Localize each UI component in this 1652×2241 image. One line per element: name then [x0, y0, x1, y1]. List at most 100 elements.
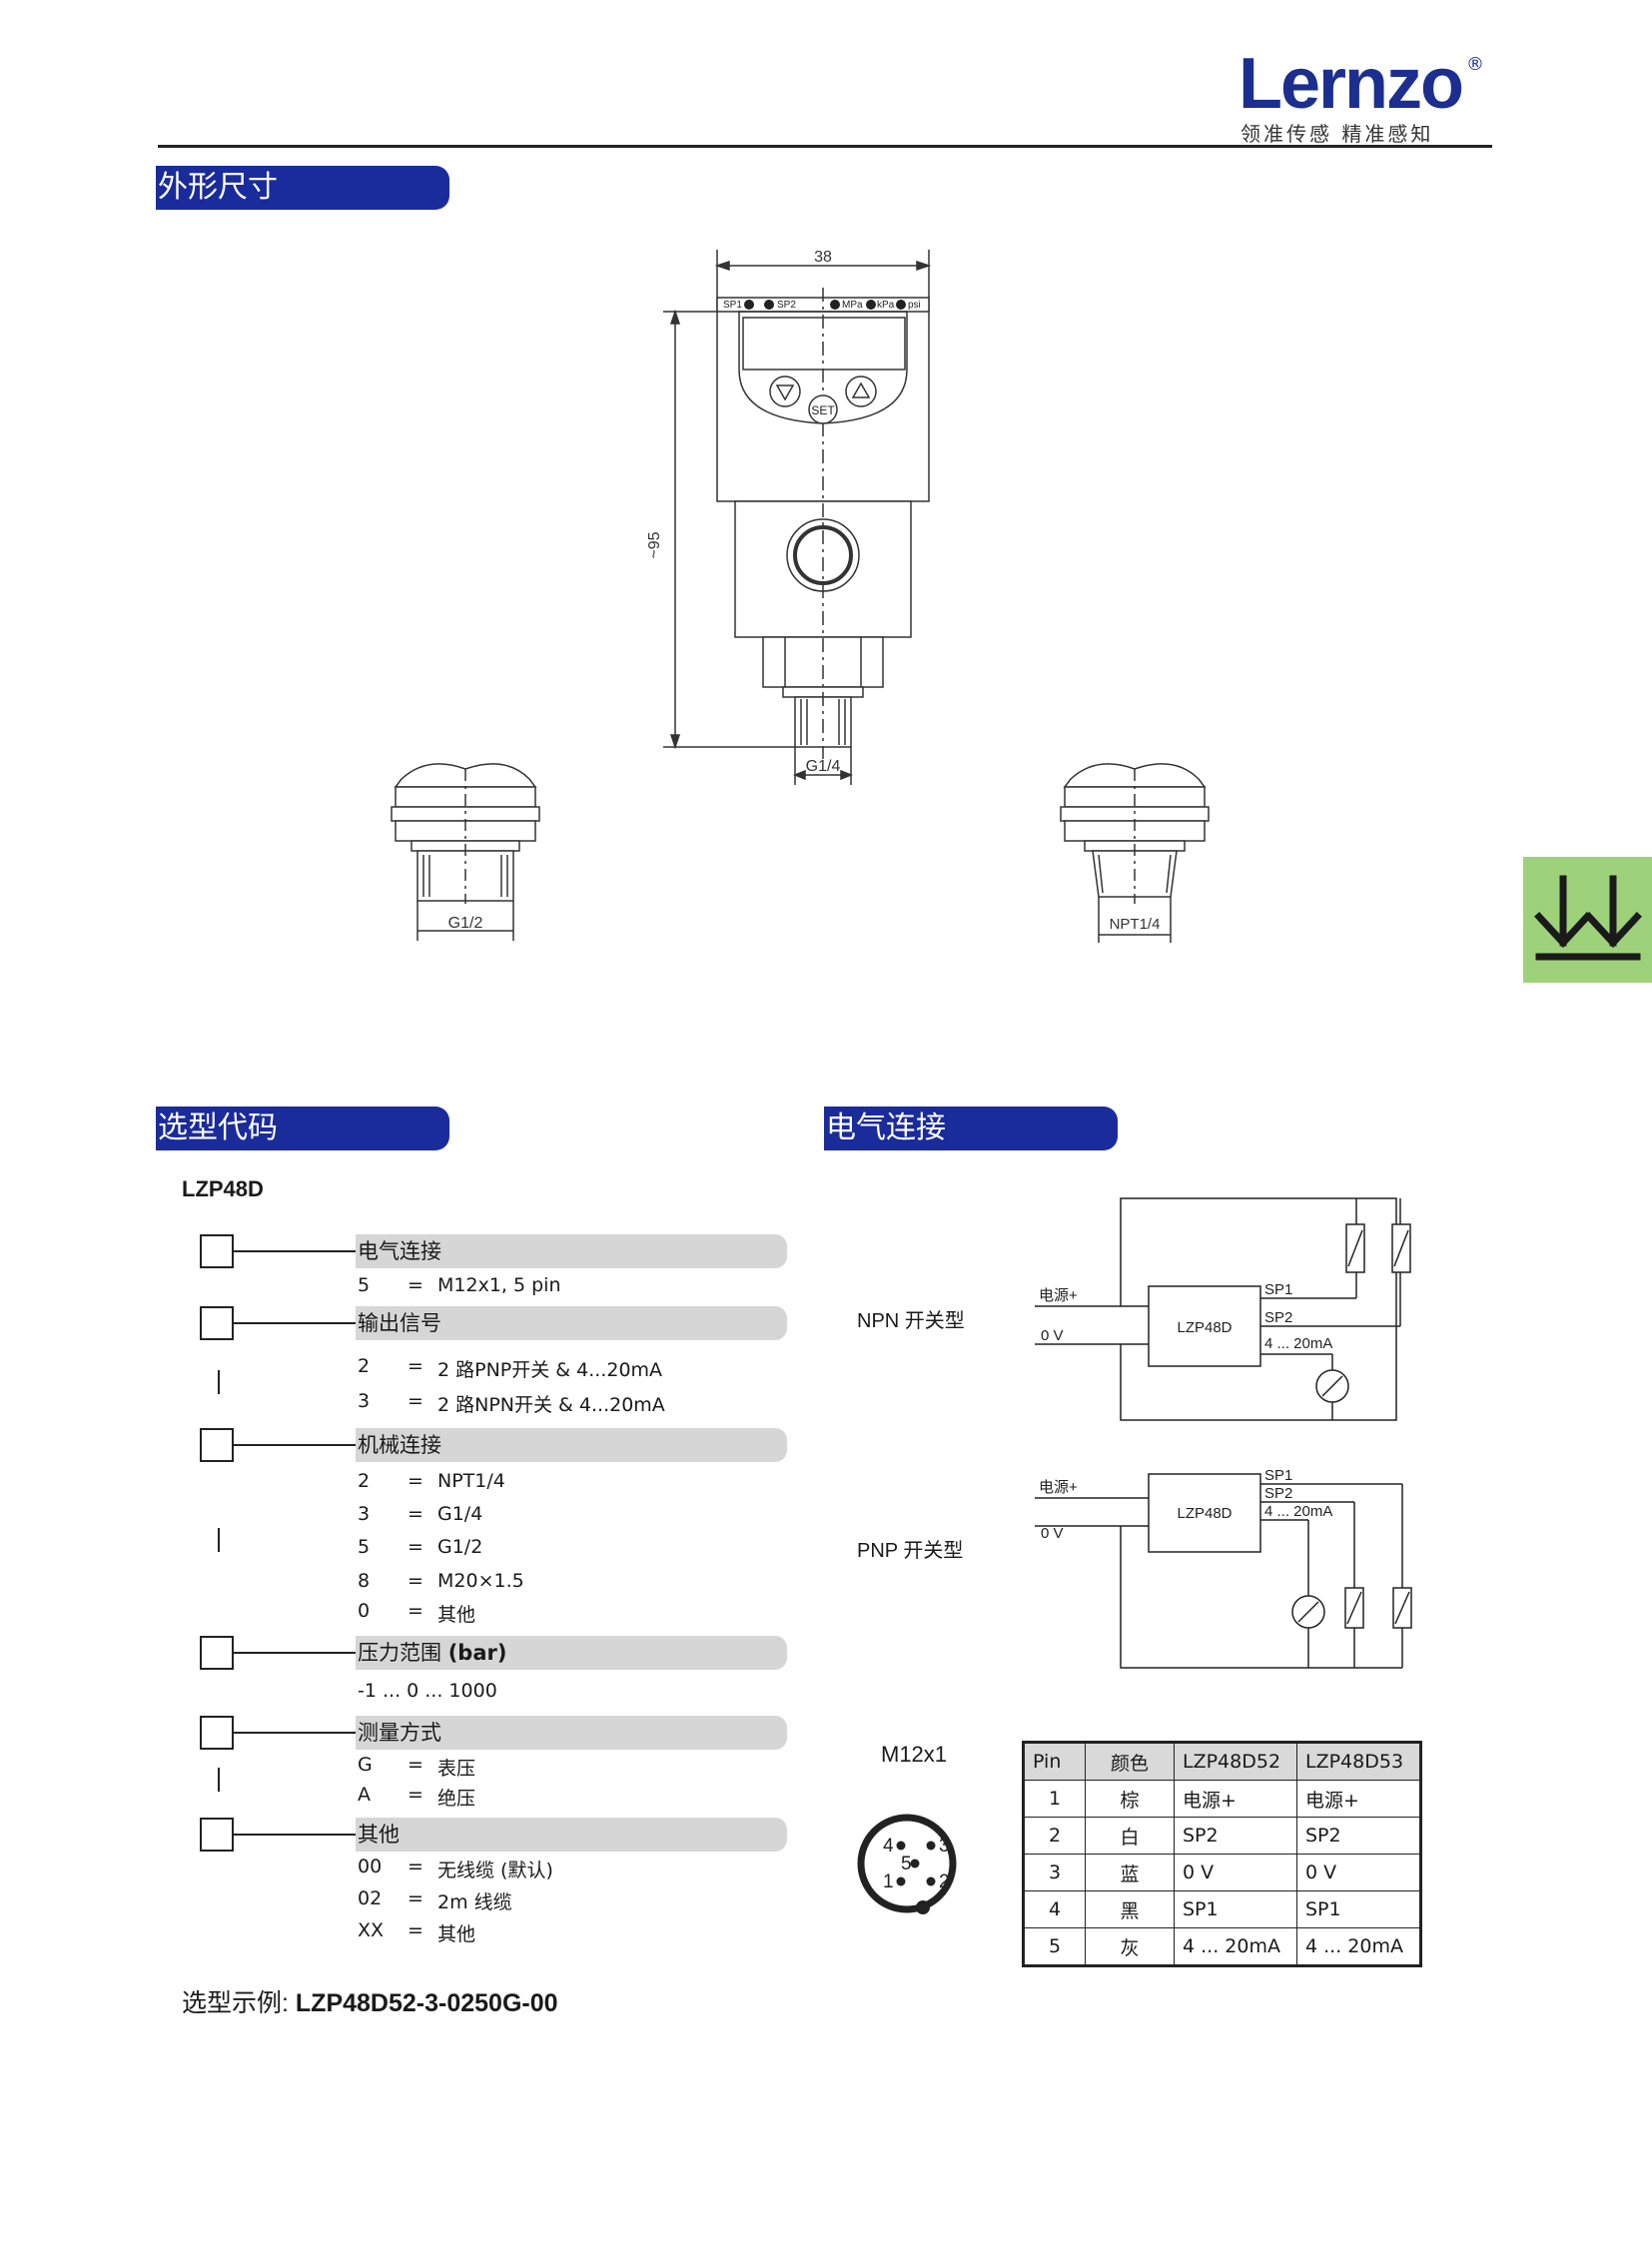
leader-line [234, 1834, 356, 1836]
cell-d53: 0 V [1296, 1854, 1421, 1891]
pin-1-label: 1 [883, 1871, 894, 1892]
npn-analog-label: 4 ... 20mA [1264, 1335, 1332, 1352]
option-value: 2 路NPN开关 & 4...20mA [437, 1394, 665, 1416]
cell-pin: 5 [1023, 1927, 1086, 1966]
npn-device-label: LZP48D [1177, 1319, 1232, 1336]
leader-line [234, 1732, 356, 1734]
npn-zero-v-label: 0 V [1041, 1327, 1064, 1344]
option-value: 其他 [437, 1604, 476, 1626]
col-header: Pin [1023, 1742, 1086, 1781]
pnp-sp1-label: SP1 [1264, 1467, 1292, 1484]
group-title-measure: 测量方式 [356, 1716, 787, 1750]
pin-2-label: 2 [939, 1871, 950, 1892]
option-code: 5 [358, 1274, 371, 1296]
separator-bar [218, 1768, 220, 1792]
cell-d52: SP1 [1174, 1890, 1297, 1928]
npn-label: NPN 开关型 [857, 1310, 965, 1332]
header-rule [158, 145, 1492, 148]
option-eq: = [408, 1503, 423, 1525]
code-box-measure[interactable] [200, 1716, 234, 1750]
pnp-power-label: 电源+ [1039, 1479, 1078, 1496]
cell-pin: 4 [1023, 1890, 1086, 1928]
pin-3-label: 3 [939, 1836, 950, 1857]
section-ordering-title: 选型代码 [156, 1107, 449, 1150]
option-value: NPT1/4 [437, 1470, 505, 1492]
set-button-label: SET [811, 403, 835, 417]
m12-connector [857, 1814, 957, 1914]
group-title-electrical: 电气连接 [356, 1234, 787, 1268]
option-code: A [358, 1784, 371, 1806]
cell-d52: 4 ... 20mA [1174, 1927, 1297, 1966]
separator-bar [218, 1370, 220, 1394]
option-code: XX [358, 1919, 385, 1941]
pin-4-label: 4 [883, 1836, 894, 1857]
group-title-other: 其他 [356, 1818, 787, 1852]
option-value: 2m 线缆 [437, 1891, 512, 1913]
separator-bar [218, 1528, 220, 1552]
cell-color: 棕 [1085, 1780, 1175, 1818]
option-value: 表压 [437, 1758, 476, 1780]
option-eq: = [408, 1570, 423, 1592]
option-code: 8 [358, 1570, 371, 1592]
option-eq: = [408, 1919, 423, 1941]
table-row: 2 白 SP2 SP2 [1023, 1817, 1421, 1855]
cell-color: 白 [1085, 1817, 1175, 1855]
dimension-drawing: SET SP1 SP2 MPa kPa psi 38 G1/4 ~95 G1/2 [391, 249, 1210, 943]
order-example-label: 选型示例: [182, 1989, 296, 2017]
option-eq: = [408, 1536, 423, 1558]
option-value: 绝压 [437, 1788, 476, 1810]
option-code: 2 [358, 1470, 371, 1492]
cell-pin: 3 [1023, 1854, 1086, 1891]
option-code: 2 [358, 1355, 371, 1377]
leader-line [234, 1250, 356, 1252]
leader-line [234, 1652, 356, 1654]
cell-d53: 4 ... 20mA [1296, 1927, 1421, 1966]
code-box-output[interactable] [200, 1306, 234, 1340]
thread-right-label: NPT1/4 [1110, 916, 1161, 933]
group-title-mechanical: 机械连接 [356, 1428, 787, 1462]
height-dimension: ~95 [646, 531, 663, 558]
cell-d53: 电源+ [1296, 1780, 1421, 1818]
option-eq: = [408, 1784, 423, 1806]
group-title-pressure: 压力范围 (bar) [356, 1636, 787, 1670]
option-eq: = [408, 1754, 423, 1776]
group-title-unit: (bar) [447, 1641, 507, 1665]
npn-sp2-label: SP2 [1264, 1309, 1292, 1326]
group-title-output: 输出信号 [356, 1306, 787, 1340]
registered-mark: ® [1466, 54, 1484, 75]
option-eq: = [408, 1470, 423, 1492]
indicator-psi: psi [908, 300, 921, 311]
cell-d52: 电源+ [1174, 1780, 1297, 1818]
option-value: M20×1.5 [437, 1570, 524, 1592]
col-header: LZP48D52 [1174, 1742, 1297, 1781]
code-box-electrical[interactable] [200, 1234, 234, 1268]
indicator-sp1: SP1 [723, 300, 742, 311]
leader-line [234, 1322, 356, 1324]
model-code: LZP48D [182, 1176, 264, 1201]
col-header: LZP48D53 [1296, 1742, 1421, 1781]
npn-power-label: 电源+ [1039, 1287, 1078, 1304]
indicator-mpa: MPa [842, 300, 863, 311]
option-eq: = [408, 1887, 423, 1909]
double-down-arrow-icon [1534, 875, 1642, 961]
code-box-mechanical[interactable] [200, 1428, 234, 1462]
option-value: G1/4 [437, 1503, 483, 1525]
connector-label: M12x1 [881, 1742, 948, 1767]
thread-main-label: G1/4 [806, 758, 841, 775]
section-dimensions-title: 外形尺寸 [156, 166, 449, 210]
table-row: 4 黑 SP1 SP1 [1023, 1890, 1421, 1928]
code-box-pressure[interactable] [200, 1636, 234, 1670]
option-code: 5 [358, 1536, 371, 1558]
option-value: 2 路PNP开关 & 4...20mA [437, 1359, 663, 1381]
order-example: 选型示例: LZP48D52-3-0250G-00 [182, 1983, 558, 2019]
cell-pin: 2 [1023, 1817, 1086, 1855]
table-row: 1 棕 电源+ 电源+ [1023, 1780, 1421, 1818]
side-tab[interactable] [1523, 857, 1652, 983]
option-value: M12x1, 5 pin [437, 1274, 561, 1296]
option-code: 00 [358, 1856, 383, 1877]
code-box-other[interactable] [200, 1818, 234, 1852]
option-value: 其他 [437, 1923, 476, 1945]
cell-color: 黑 [1085, 1890, 1175, 1928]
brand-name: Lernzo [1239, 44, 1464, 124]
pnp-circuit [1035, 1473, 1412, 1669]
